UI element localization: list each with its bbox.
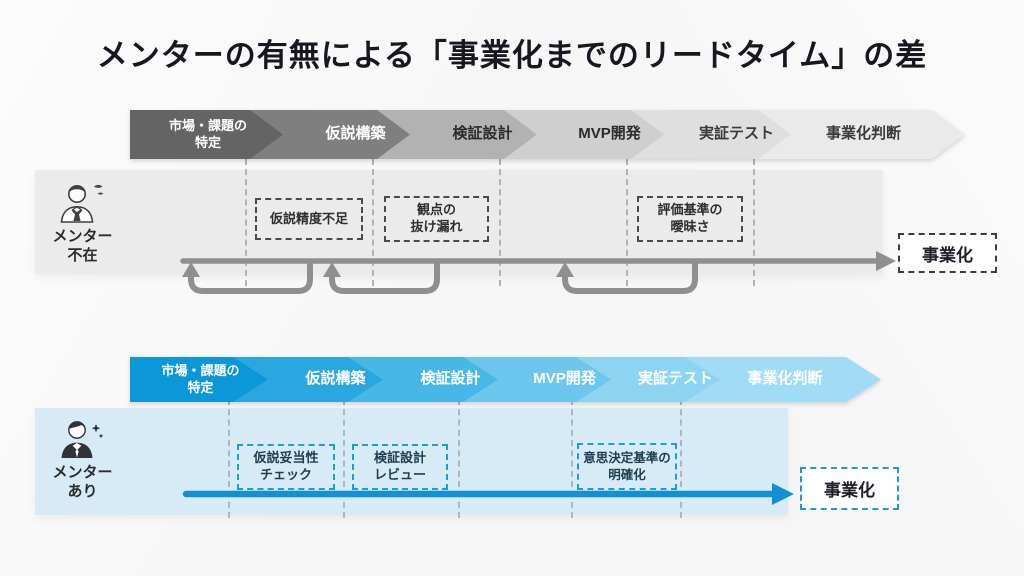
stage-divider: [680, 399, 682, 518]
support-box: 意思決定基準の 明確化: [577, 443, 677, 490]
stage-divider: [499, 159, 501, 286]
stage-chevron: 事業化判断: [758, 110, 965, 159]
stage-chevron: 事業化判断: [685, 357, 881, 402]
stage-chevron: 検証設計: [377, 110, 584, 159]
support-box: 検証設計 レビュー: [352, 444, 448, 490]
no-mentor-label: メンター 不在: [52, 228, 113, 264]
stage-chevron: 市場・課題の 特定: [130, 110, 308, 159]
issue-box: 評価基準の 曖昧さ: [637, 196, 743, 242]
issue-box: 観点の 抜け漏れ: [384, 196, 489, 242]
stage-divider: [571, 399, 573, 518]
stage-divider: [228, 399, 230, 518]
stage-divider: [372, 159, 374, 286]
stage-divider: [626, 159, 628, 286]
stage-chevron: MVP開発: [463, 357, 662, 402]
issue-box: 仮説精度不足: [255, 198, 363, 240]
stage-chevron: 仮説構築: [233, 357, 434, 402]
stage-divider: [753, 159, 755, 286]
stage-divider: [343, 399, 345, 518]
support-box: 仮説妥当性 チェック: [237, 444, 335, 490]
stage-chevron: 検証設計: [348, 357, 549, 402]
stage-divider: [458, 399, 460, 518]
worried-businessman-icon: [60, 184, 104, 223]
stage-divider: [245, 159, 247, 286]
stage-chevron: 市場・課題の 特定: [130, 357, 295, 402]
goal-box-no-mentor: 事業化: [898, 233, 997, 273]
goal-box-with-mentor: 事業化: [800, 467, 899, 510]
stage-chevron: 実証テスト: [576, 357, 771, 402]
confident-businessman-icon: [61, 421, 104, 458]
page-title: メンターの有無による「事業化までのリードタイム」の差: [96, 38, 928, 73]
with-mentor-label: メンター あり: [52, 464, 113, 500]
stage-chevron: MVP開発: [504, 110, 711, 159]
stage-chevron: 仮説構築: [250, 110, 457, 159]
stage-chevron: 実証テスト: [631, 110, 838, 159]
